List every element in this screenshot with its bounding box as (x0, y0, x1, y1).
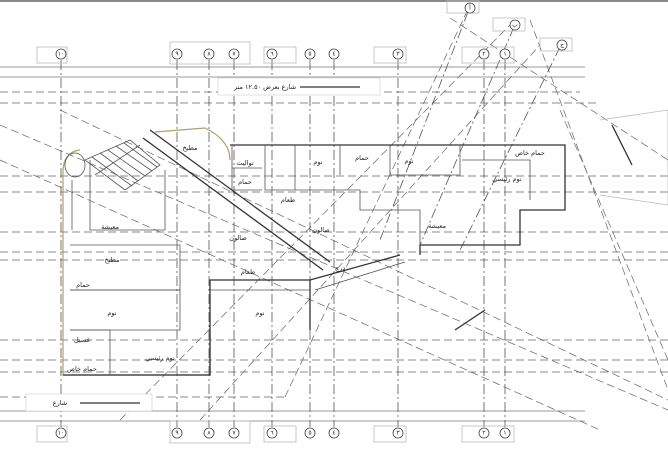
dashed-lines (0, 4, 668, 431)
grid-label: ٩ (175, 51, 178, 58)
grid-bubble-10 (55, 48, 67, 60)
room-label-private-bath: حمام خاص (67, 365, 97, 373)
grid-label: ٨ (207, 430, 211, 437)
room-label-private-bath: حمام خاص (515, 149, 545, 157)
grid-lines (60, 11, 561, 427)
grid-label: ١٠ (58, 430, 64, 437)
room-label-living: معيشة (428, 222, 446, 230)
grid-label: ٦ (270, 51, 273, 58)
room-label-living: معيشة (101, 223, 119, 231)
room-label-kitchen: مطبخ (105, 256, 120, 264)
room-label-salon: صالون (229, 234, 247, 242)
grid-label: ٤ (332, 430, 335, 437)
grid-label: ٤ (332, 51, 335, 58)
room-label-bedroom: نوم (255, 309, 264, 317)
section-marks (454, 109, 668, 331)
room-label-kitchen: مطبخ (183, 144, 198, 152)
room-label-bedroom: نوم (313, 158, 322, 166)
grid-label: ج (560, 42, 564, 49)
grid-label: ب (512, 22, 518, 29)
building-walls (62, 127, 566, 376)
grid-label: ٣ (396, 430, 400, 437)
room-label-dining: طعام (241, 268, 255, 276)
street-label-top: شارع بعرض ١٢.٥٠ متر (233, 83, 296, 91)
room-label-bath: حمام (355, 154, 369, 162)
room-label-stair: درج (335, 264, 345, 272)
window-top-border (0, 0, 668, 2)
grid-bubbles-bottom: ١٠ ٩ ٨ ٧ ٦ ٥ ٤ ٣ ٢ ١ (36, 420, 515, 444)
grid-label: ٦ (270, 430, 273, 437)
grid-label: أ (469, 4, 471, 12)
stair (64, 139, 161, 191)
grid-label: ٧ (232, 430, 236, 437)
room-label-salon: صالون (312, 226, 330, 234)
grid-label: ٨ (207, 51, 211, 58)
room-label-bedroom: نوم (107, 309, 116, 317)
room-label-dining: طعام (281, 196, 295, 204)
grid-bubbles-top: ١٠ ٩ ٨ ٧ ٦ ٥ ٤ ٣ ٢ ١ أ ب ج (36, 0, 573, 65)
grid-label: ٢ (482, 51, 485, 58)
grid-label: ١٠ (58, 51, 64, 58)
room-label-bath: حمام (238, 178, 252, 186)
grid-label: ٥ (308, 51, 311, 58)
room-label-bedroom: نوم (404, 157, 413, 165)
room-label-master-bedroom: نوم رئيسي (145, 354, 175, 362)
grid-label: ١ (503, 430, 506, 437)
street-labels: شارع بعرض ١٢.٥٠ متر شارع (25, 77, 381, 412)
room-label-laundry: غسيل (74, 336, 91, 344)
grid-label: ٢ (482, 430, 485, 437)
room-label-toilet: تواليت (236, 159, 253, 167)
room-labels: مطبخ تواليت حمام نوم حمام نوم حمام خاص ن… (67, 144, 545, 373)
grid-label: ٣ (396, 51, 400, 58)
grid-label: ١ (503, 51, 506, 58)
grid-label: ٩ (175, 430, 178, 437)
room-label-bath: حمام (76, 281, 90, 289)
grid-label: ٥ (308, 430, 311, 437)
room-label-master-bedroom: نوم رئيسي (492, 175, 522, 183)
street-label-bottom: شارع (53, 399, 67, 407)
grid-label: ٧ (232, 51, 236, 58)
